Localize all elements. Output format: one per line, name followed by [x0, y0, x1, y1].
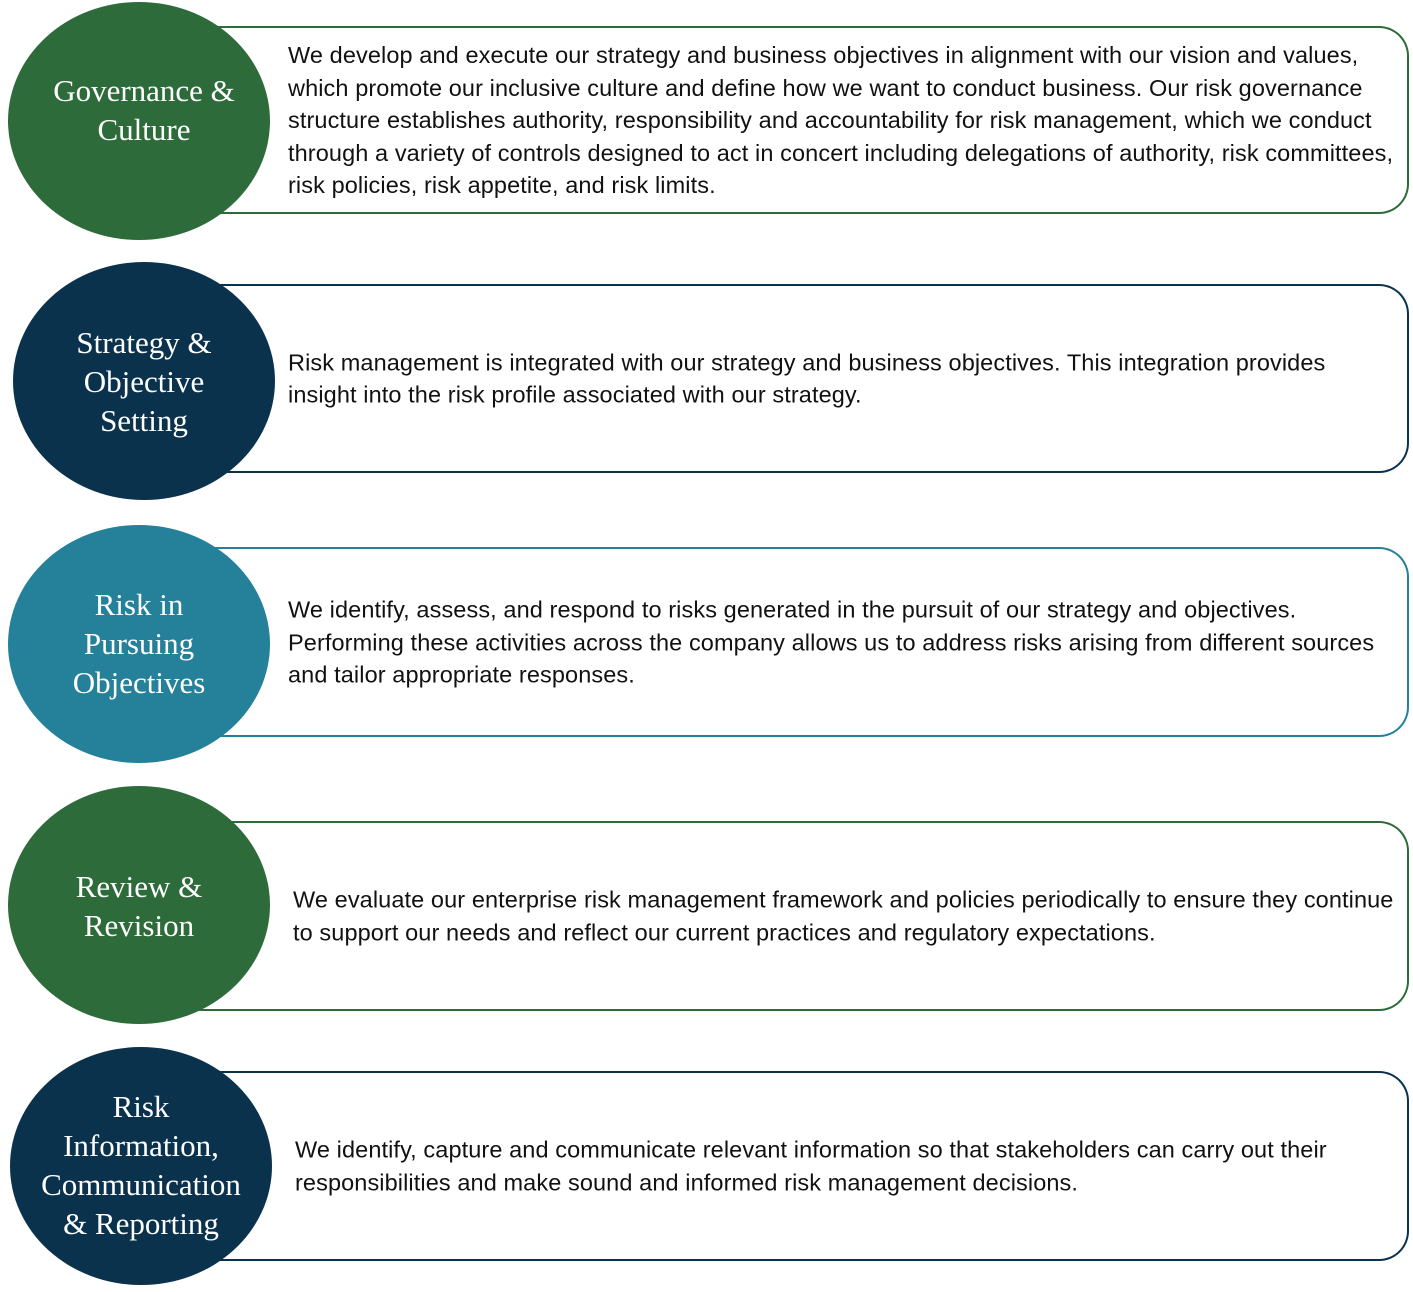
description-text: We identify, assess, and respond to risk… [288, 596, 1375, 688]
component-review-revision: We evaluate our enterprise risk manageme… [0, 786, 1413, 1028]
description-box: We identify, assess, and respond to risk… [140, 547, 1409, 737]
description-text: We develop and execute our strategy and … [288, 41, 1394, 198]
description-text: We identify, capture and communicate rel… [295, 1136, 1327, 1196]
description-box: We develop and execute our strategy and … [140, 26, 1409, 214]
component-circle: Strategy & Objective Setting [13, 262, 275, 500]
component-label: Risk Information, Communication & Report… [41, 1089, 241, 1241]
component-circle: Review & Revision [8, 786, 270, 1024]
component-strategy-objective-setting: Risk management is integrated with our s… [0, 262, 1413, 504]
description-text: We evaluate our enterprise risk manageme… [293, 886, 1394, 946]
component-risk-in-pursuing-objectives: We identify, assess, and respond to risk… [0, 525, 1413, 767]
description-box: We evaluate our enterprise risk manageme… [140, 821, 1409, 1011]
component-circle: Risk in Pursuing Objectives [8, 525, 270, 763]
component-label: Risk in Pursuing Objectives [72, 586, 206, 700]
component-circle: Risk Information, Communication & Report… [10, 1047, 272, 1285]
component-risk-information-communication-reporting: We identify, capture and communicate rel… [0, 1047, 1413, 1289]
component-label: Strategy & Objective Setting [76, 324, 212, 438]
component-governance-culture: We develop and execute our strategy and … [0, 0, 1413, 242]
description-text: Risk management is integrated with our s… [288, 349, 1326, 408]
description-box: We identify, capture and communicate rel… [140, 1071, 1409, 1261]
component-circle: Governance & Culture [8, 2, 270, 240]
description-box: Risk management is integrated with our s… [140, 284, 1409, 473]
component-label: Governance & Culture [53, 73, 235, 147]
component-label: Review & Revision [75, 869, 203, 943]
